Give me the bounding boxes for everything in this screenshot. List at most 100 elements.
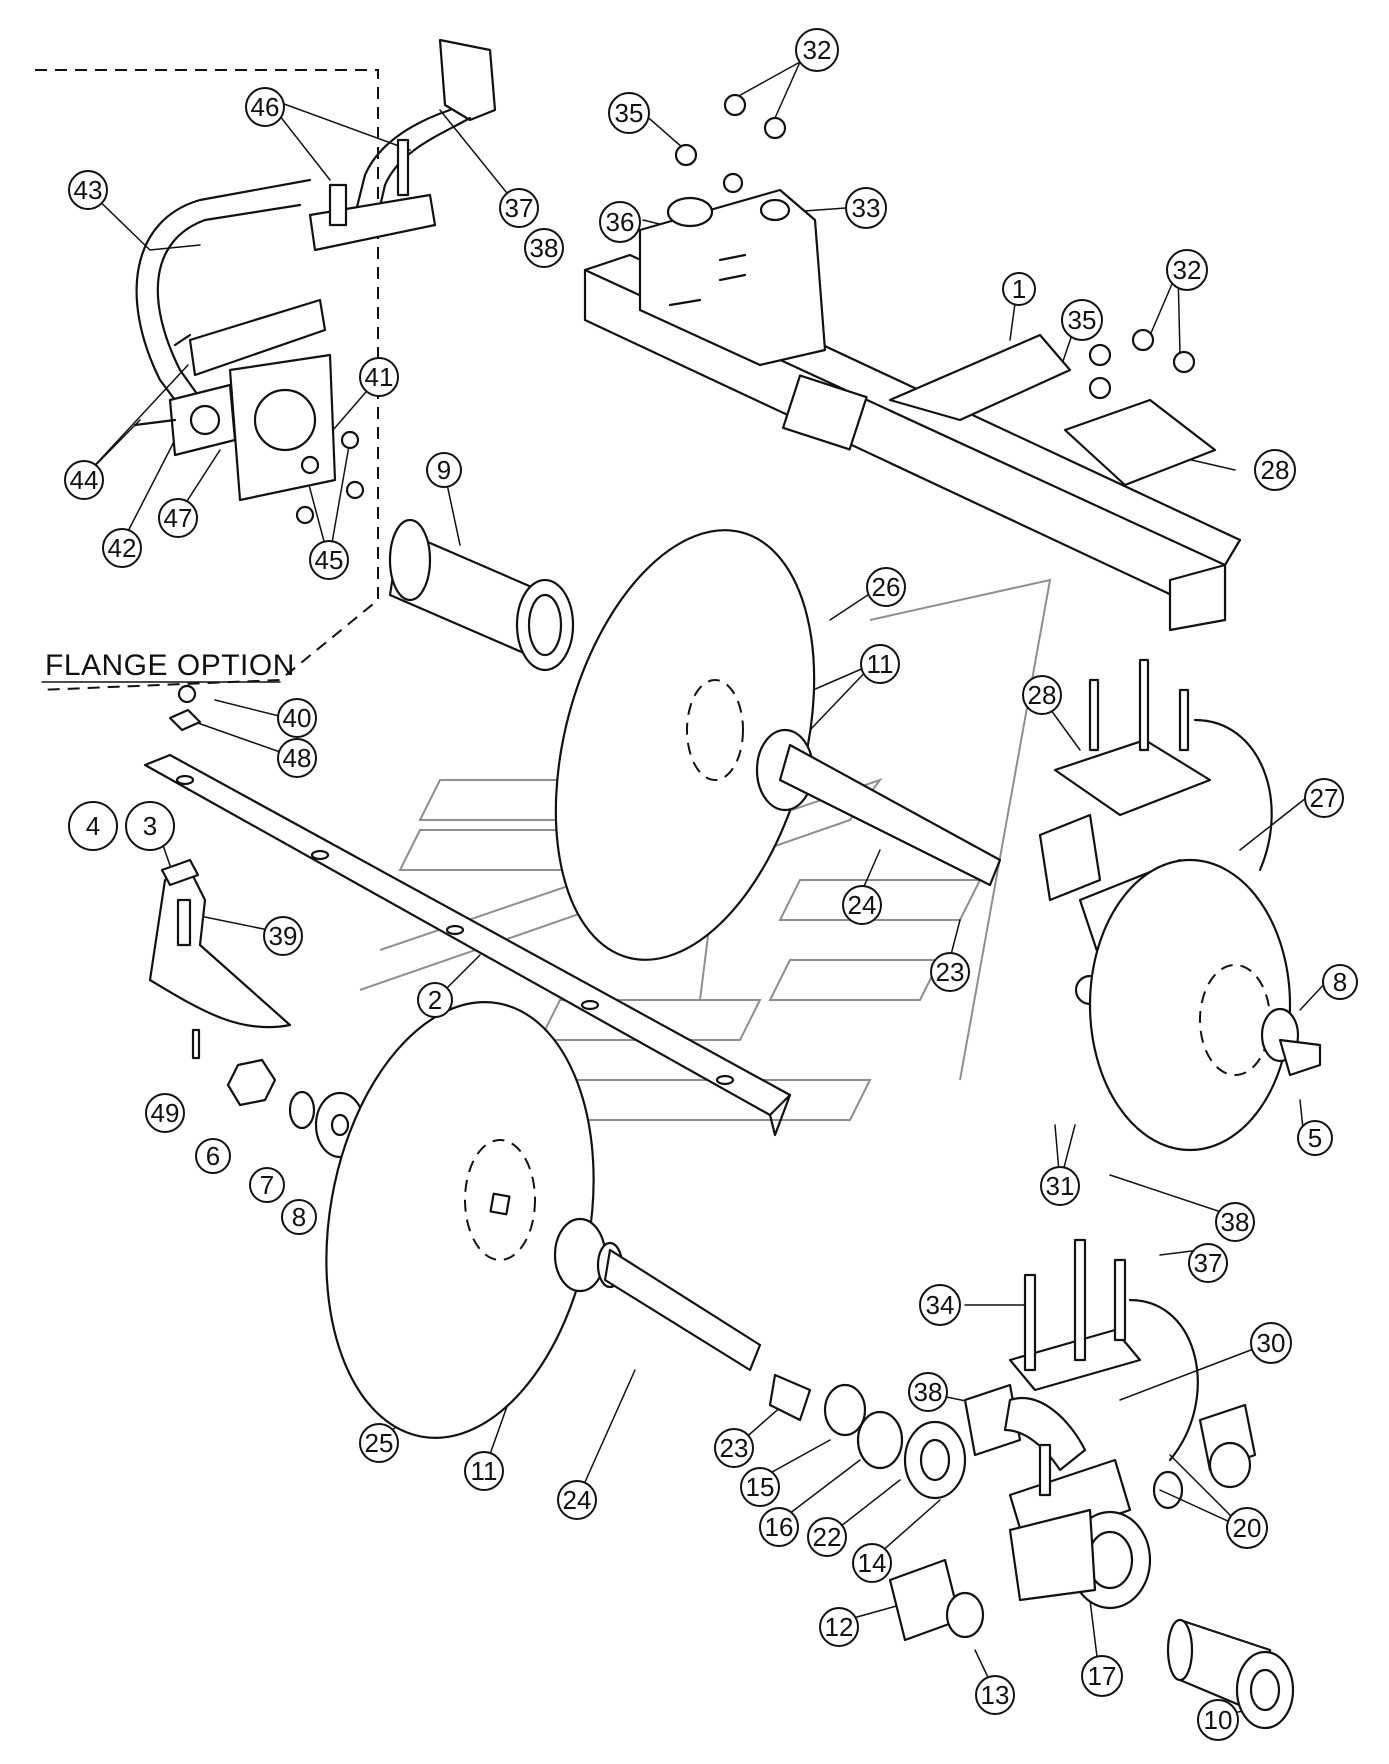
callout-38-lower: 38 — [908, 1372, 948, 1412]
callout-38-upper: 38 — [524, 228, 564, 268]
svg-text:11: 11 — [471, 1456, 498, 1486]
svg-text:25: 25 — [365, 1428, 394, 1458]
svg-text:10: 10 — [1204, 1705, 1233, 1735]
callout-22: 22 — [807, 1517, 847, 1557]
svg-text:38: 38 — [1221, 1207, 1250, 1237]
callout-12: 12 — [819, 1607, 859, 1647]
svg-text:6: 6 — [206, 1141, 220, 1171]
svg-text:23: 23 — [936, 957, 965, 987]
svg-text:14: 14 — [858, 1548, 887, 1578]
callout-40: 40 — [277, 698, 317, 738]
svg-text:26: 26 — [872, 572, 901, 602]
callout-17: 17 — [1081, 1655, 1123, 1697]
svg-text:41: 41 — [365, 362, 394, 392]
callout-46: 46 — [245, 87, 285, 127]
svg-text:45: 45 — [315, 545, 344, 575]
callout-25: 25 — [359, 1423, 399, 1463]
callout-16: 16 — [759, 1507, 799, 1547]
callout-4: 4 — [68, 801, 118, 851]
svg-text:7: 7 — [260, 1170, 274, 1200]
svg-text:35: 35 — [615, 98, 644, 128]
part-scraper-blade-3-4 — [148, 858, 292, 1029]
part-lower-hanger — [963, 1238, 1199, 1610]
svg-text:13: 13 — [981, 1680, 1010, 1710]
callout-2: 2 — [417, 982, 453, 1018]
callout-1: 1 — [1002, 272, 1036, 306]
svg-text:39: 39 — [269, 921, 298, 951]
callout-31: 31 — [1040, 1166, 1080, 1206]
callout-13: 13 — [975, 1675, 1015, 1715]
part-bracket-arm-37 — [308, 38, 497, 252]
callout-32-right: 32 — [1166, 249, 1208, 291]
part-small-hardware — [191, 1028, 366, 1159]
callout-49: 49 — [145, 1093, 185, 1133]
part-bolts-44 — [133, 333, 192, 427]
svg-text:17: 17 — [1088, 1661, 1117, 1691]
part-main-frame-1 — [583, 188, 1242, 632]
callout-24-upper: 24 — [842, 885, 882, 925]
callout-43: 43 — [68, 170, 108, 210]
svg-text:32: 32 — [803, 35, 832, 65]
svg-text:27: 27 — [1310, 783, 1339, 813]
callout-24-lower: 24 — [557, 1480, 597, 1520]
callout-42: 42 — [102, 528, 142, 568]
callout-37-upper: 37 — [499, 188, 539, 228]
svg-text:22: 22 — [813, 1522, 842, 1552]
callout-30: 30 — [1250, 1322, 1292, 1364]
part-nut-plate-40-48 — [168, 684, 202, 732]
part-disc-26 — [554, 529, 1002, 961]
svg-text:9: 9 — [437, 455, 451, 485]
callout-32-upper: 32 — [795, 28, 839, 72]
callout-28-mid: 28 — [1022, 675, 1062, 715]
callout-5: 5 — [1297, 1120, 1333, 1156]
svg-text:2: 2 — [428, 985, 442, 1015]
callout-8-upper: 8 — [1322, 964, 1358, 1000]
callout-26: 26 — [866, 567, 906, 607]
callout-23-lower: 23 — [714, 1428, 754, 1468]
svg-text:20: 20 — [1233, 1513, 1262, 1543]
svg-text:28: 28 — [1261, 455, 1290, 485]
callout-34: 34 — [919, 1284, 961, 1326]
svg-text:23: 23 — [720, 1433, 749, 1463]
svg-text:24: 24 — [848, 890, 877, 920]
part-clamp-12-13 — [888, 1558, 985, 1642]
part-disc-27 — [1088, 858, 1322, 1152]
svg-text:28: 28 — [1028, 680, 1057, 710]
callout-39: 39 — [263, 916, 303, 956]
part-nuts-45 — [295, 430, 365, 525]
callout-8-lower: 8 — [281, 1199, 317, 1235]
callout-14: 14 — [852, 1543, 892, 1583]
callout-35-upper: 35 — [608, 92, 650, 134]
callout-41: 41 — [359, 357, 399, 397]
svg-text:44: 44 — [70, 465, 99, 495]
part-clamp-right — [1198, 1403, 1257, 1489]
svg-text:33: 33 — [852, 193, 881, 223]
svg-text:11: 11 — [867, 649, 894, 679]
svg-text:16: 16 — [765, 1512, 794, 1542]
svg-text:48: 48 — [283, 743, 312, 773]
callouts: 1 2 3 4 5 6 7 8 8 9 10 11 11 12 13 14 15… — [64, 28, 1358, 1741]
callout-27: 27 — [1304, 778, 1344, 818]
part-u-bracket-43 — [135, 178, 337, 502]
callout-3: 3 — [125, 801, 175, 851]
svg-text:46: 46 — [251, 92, 280, 122]
svg-text:49: 49 — [151, 1098, 180, 1128]
svg-text:4: 4 — [86, 811, 100, 841]
svg-text:40: 40 — [283, 703, 312, 733]
part-bushing-10 — [1166, 1618, 1295, 1730]
part-disc-25 — [325, 1001, 762, 1439]
svg-text:3: 3 — [143, 811, 157, 841]
callout-38-right: 38 — [1215, 1202, 1255, 1242]
svg-text:5: 5 — [1308, 1123, 1322, 1153]
callout-6: 6 — [195, 1138, 231, 1174]
part-lower-bearing-set — [768, 1373, 967, 1500]
svg-text:8: 8 — [1333, 967, 1347, 997]
svg-text:38: 38 — [530, 233, 559, 263]
svg-text:1: 1 — [1012, 274, 1026, 304]
svg-text:42: 42 — [108, 533, 137, 563]
svg-text:31: 31 — [1046, 1171, 1075, 1201]
callout-10: 10 — [1197, 1699, 1239, 1741]
callout-20: 20 — [1226, 1507, 1268, 1549]
